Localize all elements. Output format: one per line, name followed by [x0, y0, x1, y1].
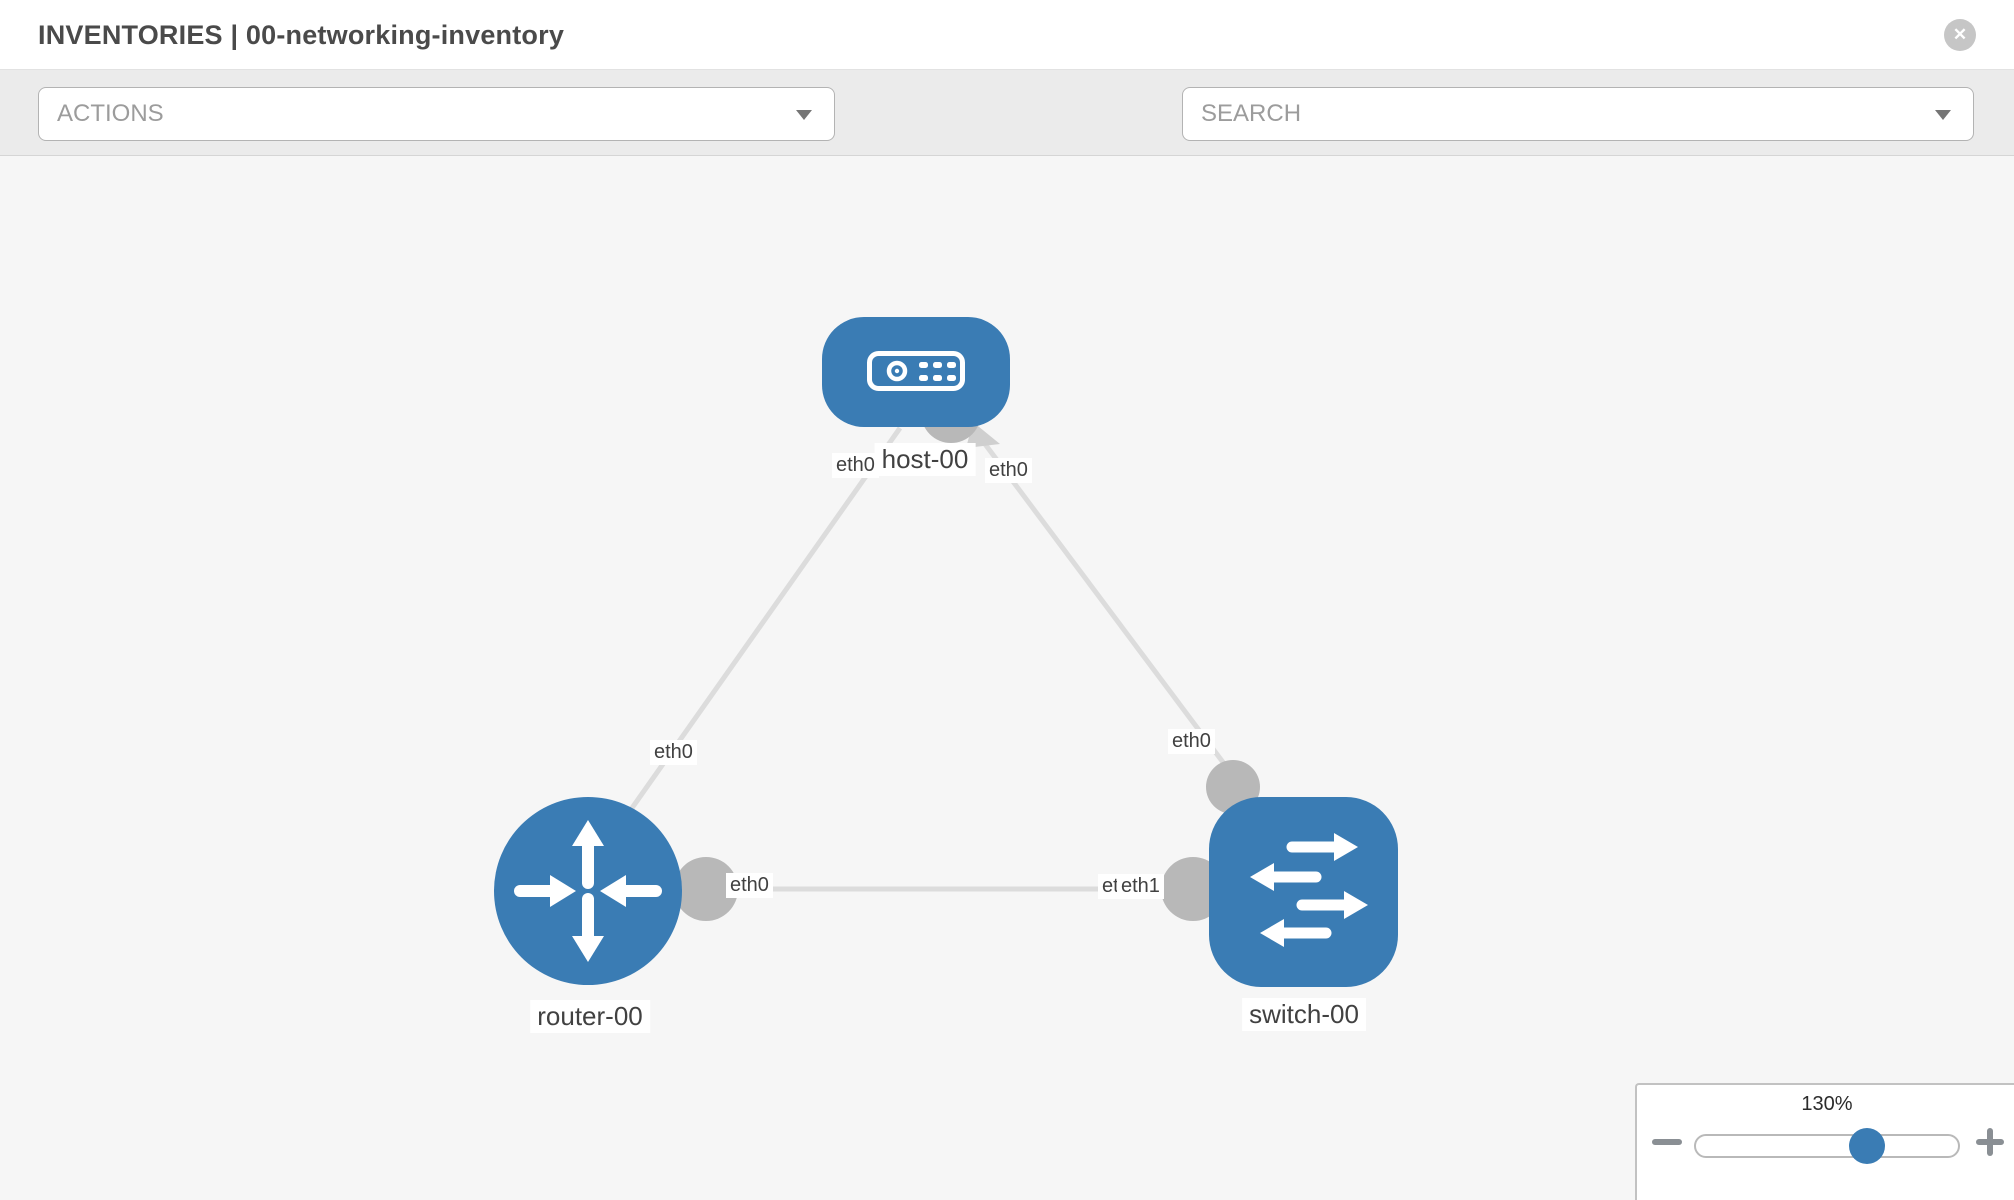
node-label-router: router-00	[530, 1000, 650, 1033]
port-label: eth0	[985, 458, 1032, 483]
caret-down-icon	[1935, 110, 1951, 120]
node-switch[interactable]	[1209, 797, 1398, 987]
node-router[interactable]	[494, 797, 682, 985]
toolbar: ACTIONS SEARCH	[0, 70, 2014, 201]
topology-canvas[interactable]: host-00 router-00 switch-00 eth0 eth0 et…	[0, 156, 2014, 1200]
zoom-slider-handle[interactable]	[1849, 1128, 1885, 1164]
zoom-out-button minus-icon[interactable]	[1652, 1139, 1682, 1145]
caret-down-icon	[796, 110, 812, 120]
zoom-level-value: 130%	[1801, 1093, 1853, 1115]
actions-dropdown[interactable]: ACTIONS	[38, 87, 835, 141]
zoom-panel: 130%	[1635, 1083, 2014, 1200]
search-dropdown[interactable]: SEARCH	[1182, 87, 1974, 141]
port-label: eth0	[1168, 729, 1215, 754]
topology-svg	[494, 317, 1398, 987]
zoom-in-button plus-icon[interactable]	[1976, 1128, 2004, 1156]
page-title: INVENTORIES | 00-networking-inventory	[38, 20, 565, 50]
port-label: eth1	[1117, 874, 1164, 899]
plus-icon-bar	[1987, 1128, 1993, 1156]
router-icon	[514, 820, 662, 962]
port-label: eth0	[650, 740, 697, 765]
actions-dropdown-label: ACTIONS	[57, 100, 164, 127]
link-host-switch[interactable]	[970, 426, 1243, 787]
search-dropdown-label: SEARCH	[1201, 100, 1302, 127]
switch-icon	[1250, 833, 1368, 947]
node-label-host: host-00	[874, 443, 976, 476]
connector-router-right	[674, 857, 738, 921]
close-icon: ✕	[1952, 25, 1968, 44]
close-button[interactable]: ✕	[1944, 19, 1976, 51]
node-label-switch: switch-00	[1242, 998, 1366, 1031]
node-host[interactable]	[822, 317, 1010, 427]
port-label: eth0	[726, 873, 773, 898]
port-label: eth0	[832, 453, 879, 478]
host-device-icon	[867, 351, 965, 391]
zoom-slider[interactable]	[1694, 1128, 1960, 1164]
header: INVENTORIES | 00-networking-inventory ✕	[0, 0, 2014, 70]
link-host-router[interactable]	[617, 426, 903, 827]
